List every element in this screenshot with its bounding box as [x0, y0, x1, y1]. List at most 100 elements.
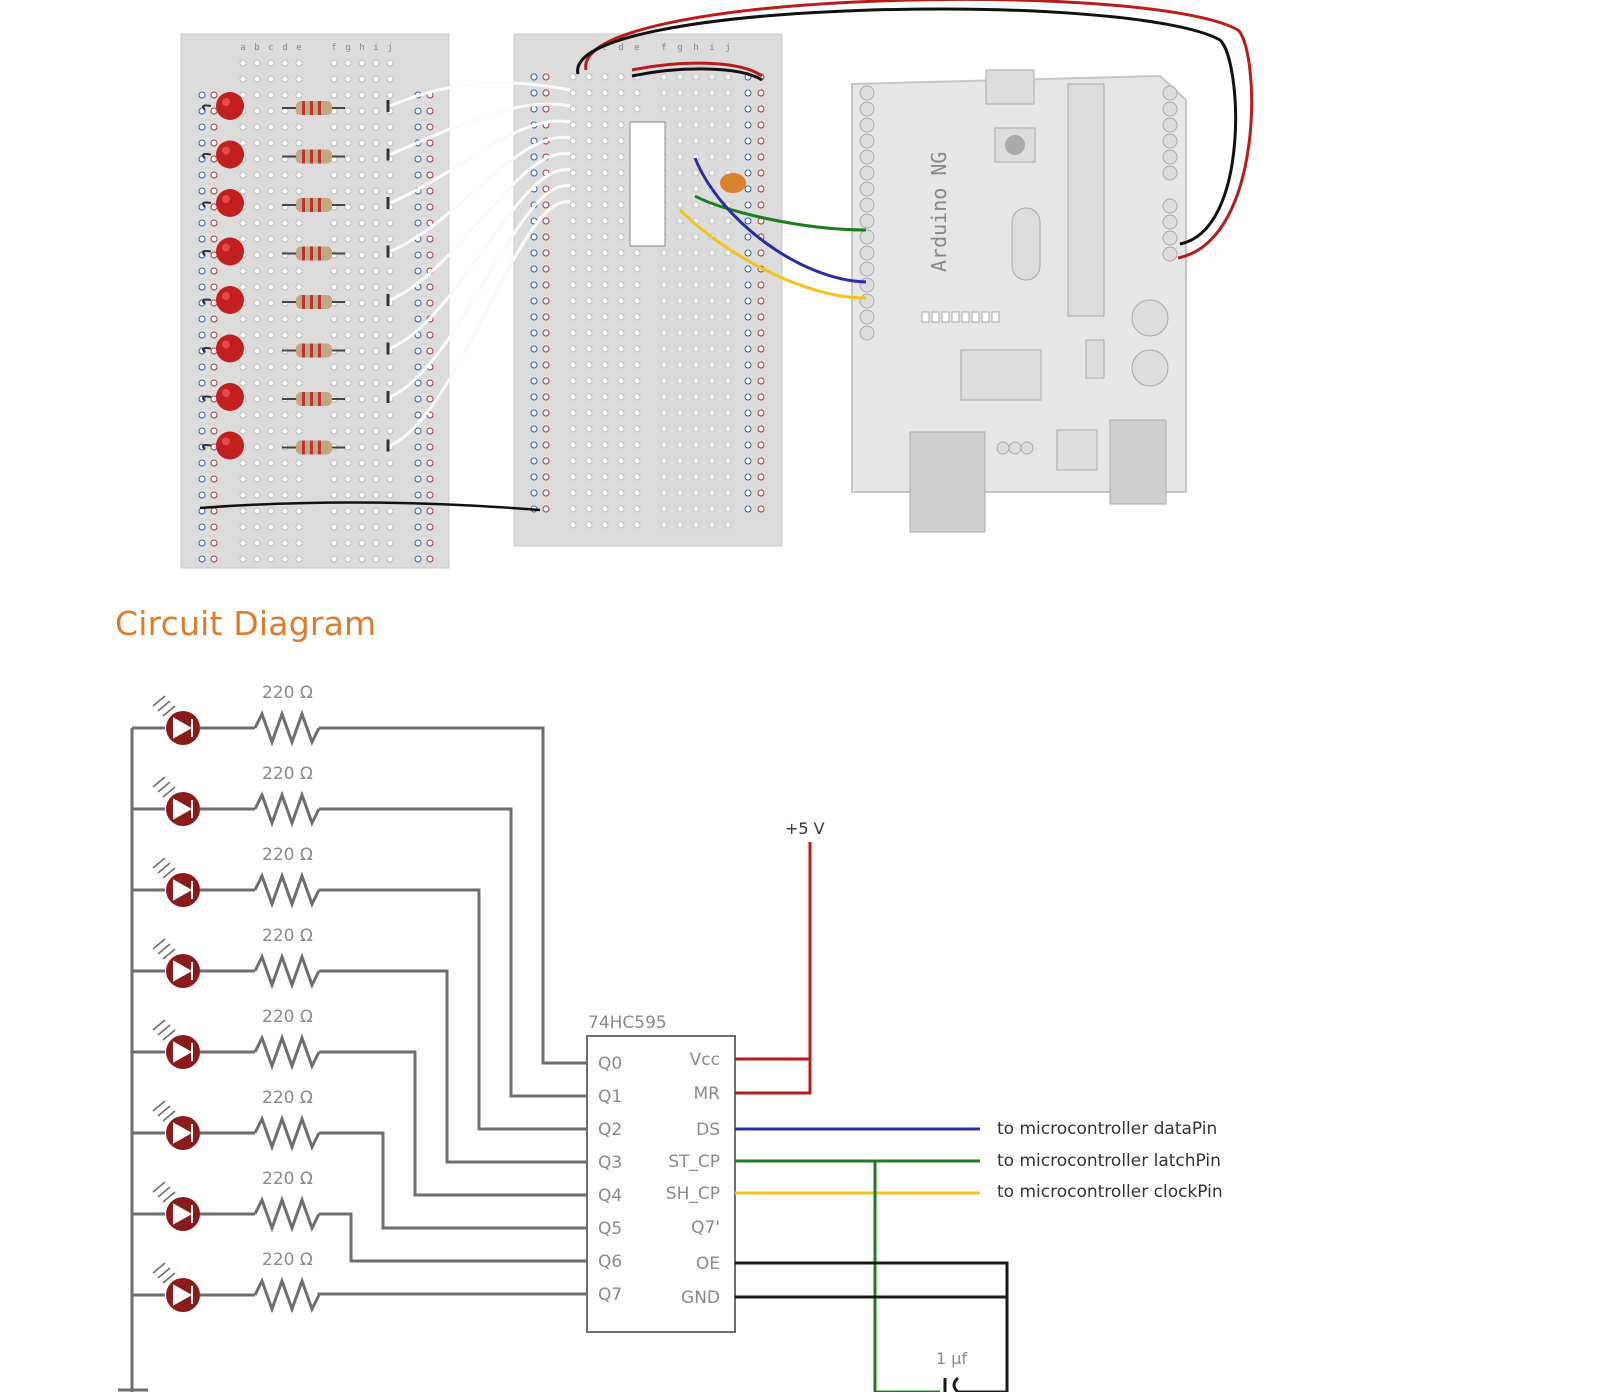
- breadboard-hole: [569, 409, 577, 417]
- breadboard-hole: [358, 491, 366, 499]
- breadboard-hole: [724, 489, 732, 497]
- breadboard-hole: [198, 363, 206, 371]
- breadboard-hole: [744, 313, 752, 321]
- breadboard-hole: [569, 265, 577, 273]
- breadboard-hole: [724, 137, 732, 145]
- breadboard-hole: [757, 153, 765, 161]
- breadboard-hole: [569, 297, 577, 305]
- breadboard-hole: [692, 425, 700, 433]
- breadboard-hole: [601, 425, 609, 433]
- breadboard-hole: [633, 473, 641, 481]
- breadboard-hole: [198, 379, 206, 387]
- breadboard-hole: [267, 75, 275, 83]
- breadboard-hole: [210, 267, 218, 275]
- arduino-header-pin: [859, 261, 875, 277]
- breadboard-hole: [757, 169, 765, 177]
- ic-pin-label-left: Q6: [598, 1252, 622, 1272]
- resistor-component: [296, 198, 332, 212]
- breadboard-hole: [585, 249, 593, 257]
- breadboard-hole: [660, 473, 668, 481]
- breadboard-hole: [414, 539, 422, 547]
- breadboard-hole: [676, 73, 684, 81]
- breadboard-hole: [744, 393, 752, 401]
- led-component: [216, 92, 244, 120]
- breadboard-hole: [724, 361, 732, 369]
- breadboard-hole: [281, 459, 289, 467]
- breadboard-hole: [617, 217, 625, 225]
- breadboard-hole: [601, 361, 609, 369]
- breadboard-hole: [708, 329, 716, 337]
- breadboard-hole: [676, 201, 684, 209]
- breadboard-hole: [386, 555, 394, 563]
- led-highlight: [222, 146, 230, 155]
- breadboard-hole: [330, 507, 338, 515]
- breadboard-hole: [633, 89, 641, 97]
- breadboard-hole: [372, 299, 380, 307]
- resistor-band: [318, 295, 321, 309]
- breadboard-hole: [757, 441, 765, 449]
- breadboard-hole: [330, 427, 338, 435]
- breadboard-hole: [757, 489, 765, 497]
- breadboard-hole: [617, 121, 625, 129]
- breadboard-hole: [210, 427, 218, 435]
- breadboard-hole: [295, 219, 303, 227]
- clock-wire-yellow: [678, 208, 867, 300]
- arduino-analog-pin: [1162, 133, 1178, 149]
- output-wire: [319, 1131, 587, 1230]
- breadboard-hole: [372, 507, 380, 515]
- breadboard-hole: [281, 491, 289, 499]
- resistor-band: [310, 246, 313, 261]
- breadboard-hole: [569, 233, 577, 241]
- resistor-band: [302, 295, 305, 309]
- breadboard-hole: [708, 361, 716, 369]
- breadboard-hole: [239, 539, 247, 547]
- arduino-header-pin: [859, 229, 875, 245]
- breadboard-hole: [585, 73, 593, 81]
- power-wire-red: [584, 0, 1254, 260]
- breadboard-hole: [530, 89, 538, 97]
- breadboard-hole: [210, 123, 218, 131]
- breadboard-hole: [330, 491, 338, 499]
- breadboard-hole: [210, 491, 218, 499]
- breadboard-hole: [330, 171, 338, 179]
- breadboard-hole: [530, 361, 538, 369]
- breadboard-hole: [344, 459, 352, 467]
- led-highlight: [222, 195, 230, 203]
- breadboard-hole: [617, 329, 625, 337]
- label-data-pin: to microcontroller dataPin: [997, 1119, 1217, 1139]
- breadboard-hole: [372, 123, 380, 131]
- column-letter: j: [725, 43, 730, 53]
- rail-jumper-black: [631, 67, 763, 82]
- breadboard-hole: [633, 409, 641, 417]
- breadboard-hole: [676, 329, 684, 337]
- power-jack: [1109, 419, 1167, 505]
- regulator-block: [960, 349, 1042, 401]
- breadboard-hole: [660, 345, 668, 353]
- capacitor-component: [720, 173, 746, 193]
- breadboard-hole: [744, 281, 752, 289]
- breadboard-hole: [414, 507, 422, 515]
- led-resistor-row: 220 Ω: [132, 1088, 587, 1230]
- breadboard-hole: [585, 105, 593, 113]
- breadboard-hole: [253, 171, 261, 179]
- breadboard-hole: [344, 59, 352, 67]
- breadboard-hole: [426, 347, 434, 355]
- breadboard-hole: [386, 171, 394, 179]
- breadboard-hole: [569, 521, 577, 529]
- breadboard-hole: [692, 441, 700, 449]
- led-light-rays: [152, 1019, 176, 1041]
- breadboard-hole: [757, 185, 765, 193]
- breadboard-hole: [372, 459, 380, 467]
- breadboard-hole: [295, 379, 303, 387]
- column-letter: g: [677, 43, 682, 53]
- breadboard-hole: [744, 361, 752, 369]
- breadboard-hole: [601, 281, 609, 289]
- breadboard-hole: [569, 329, 577, 337]
- resistor-label: 220 Ω: [262, 764, 313, 784]
- breadboard-hole: [757, 313, 765, 321]
- led-light-rays: [152, 695, 176, 717]
- breadboard-hole: [358, 363, 366, 371]
- breadboard-hole: [281, 139, 289, 147]
- breadboard-hole: [267, 155, 275, 163]
- breadboard-hole: [386, 283, 394, 291]
